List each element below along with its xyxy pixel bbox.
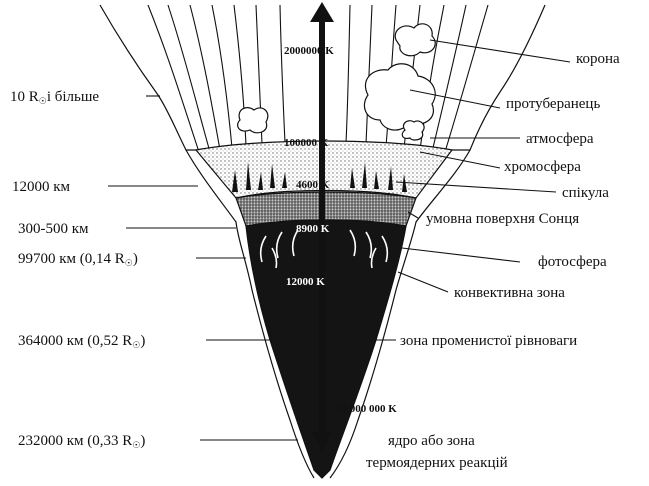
right-leaders [376, 39, 571, 341]
convection-arrows [259, 229, 389, 269]
cone-edges [185, 149, 471, 479]
temp-label: 12000 K [286, 276, 325, 288]
atmosphere-label: атмосфера [526, 131, 594, 147]
depth-label: 99700 км (0,14 R☉) [18, 251, 138, 268]
spicule-label: спікула [562, 185, 609, 201]
corona-rays [147, 4, 489, 156]
temp-label: 100000 K [284, 137, 329, 149]
convective-zone-label: конвективна зона [454, 285, 565, 301]
radius-label: 10 R☉і більше [10, 89, 99, 106]
left-labels: 10 R☉і більше 12000 км 300-500 км 99700 … [10, 89, 145, 450]
axis-arrowhead-down [312, 432, 332, 452]
prominence-label: протуберанець [506, 96, 600, 112]
core-label: ядро або зона [388, 433, 475, 449]
temp-label: 8900 K [296, 223, 330, 235]
depth-label: 364000 км (0,52 R☉) [18, 333, 145, 350]
depth-label: 300-500 км [18, 221, 89, 237]
chromosphere-label: хромосфера [504, 159, 581, 175]
temperature-labels: 2000000 K 100000 K 4600 K 8900 K 12000 K… [284, 45, 397, 415]
temp-label: 2000000 K [284, 45, 334, 57]
temp-label: 4600 K [296, 179, 330, 191]
core-label-line2: термоядерних реакцій [366, 455, 508, 471]
photosphere-label: фотосфера [538, 254, 607, 270]
left-leaders [108, 95, 298, 441]
right-labels: корона протуберанець атмосфера хромосфер… [366, 51, 620, 471]
corona-label: корона [576, 51, 620, 67]
prominence-shapes [237, 23, 436, 141]
interior-cone [245, 219, 407, 479]
axis-arrowhead-up [310, 2, 334, 22]
surface-label: умовна поверхня Сонця [426, 211, 579, 227]
depth-label: 12000 км [12, 179, 71, 195]
temp-label: 15 000 000 K [336, 403, 397, 415]
radiative-zone-label: зона променистої рівноваги [400, 333, 577, 349]
depth-label: 232000 км (0,33 R☉) [18, 433, 145, 450]
